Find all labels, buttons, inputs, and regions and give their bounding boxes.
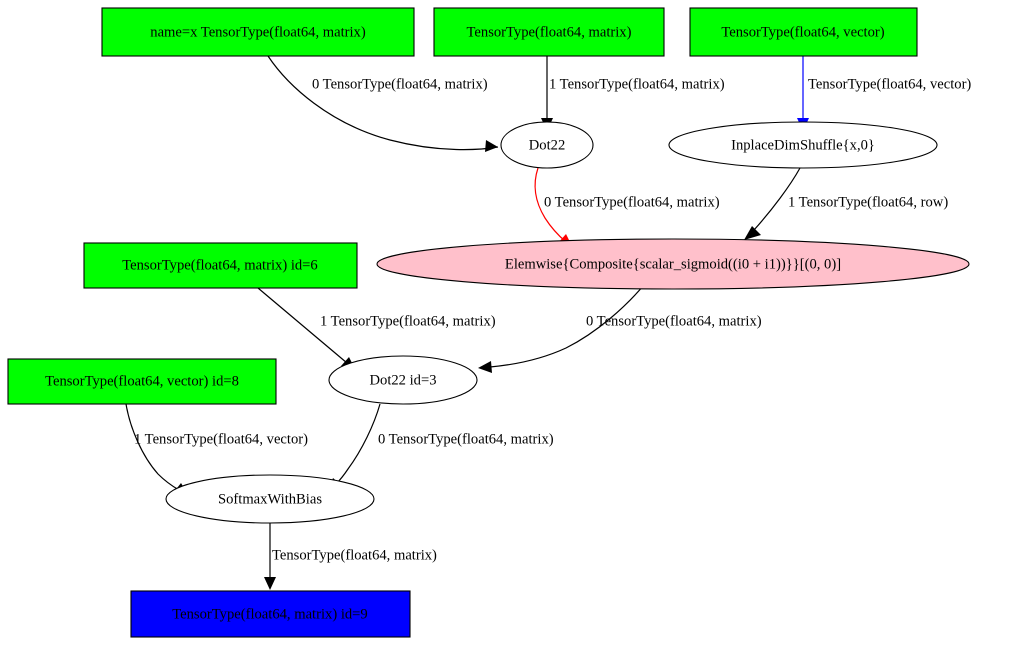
edge-softmax-to-var_out: TensorType(float64, matrix) [264,522,437,590]
edge-label-e9: 0 TensorType(float64, matrix) [378,431,554,447]
node-var_w2[interactable]: TensorType(float64, matrix) id=6 [83,242,358,289]
node-box[interactable] [83,242,358,289]
edge-path [267,55,499,151]
node-box[interactable] [689,7,918,57]
node-label: InplaceDimShuffle{x,0} [731,137,875,153]
edge-dot22_1-to-elemwise: 0 TensorType(float64, matrix) [534,167,720,248]
node-box[interactable] [101,7,415,57]
edge-label-e8: 1 TensorType(float64, vector) [134,431,308,447]
edge-label-e4: 0 TensorType(float64, matrix) [544,194,720,210]
arrow-head [478,361,492,373]
edge-path [534,167,567,243]
node-box[interactable] [130,590,411,638]
edge-label-e1: 0 TensorType(float64, matrix) [312,76,488,92]
node-elemwise[interactable]: Elemwise{Composite{scalar_sigmoid((i0 + … [376,238,970,290]
node-box[interactable] [7,358,277,405]
node-softmax[interactable]: SoftmaxWithBias [165,474,375,524]
edge-label-e2: 1 TensorType(float64, matrix) [549,76,725,92]
edge-label-e10: TensorType(float64, matrix) [272,547,437,563]
node-label: TensorType(float64, matrix) id=9 [172,606,367,622]
node-ellipse[interactable] [668,121,938,169]
edge-path [257,287,348,364]
arrow-head [485,140,498,152]
edge-var_w1-to-dot22_1: 1 TensorType(float64, matrix) [541,56,725,131]
edge-var_b1-to-dimshuffle: TensorType(float64, vector) [797,56,971,131]
node-ellipse[interactable] [328,355,478,405]
edge-path [335,403,381,485]
node-dot22_3[interactable]: Dot22 id=3 [328,355,478,405]
node-label: name=x TensorType(float64, matrix) [150,24,366,40]
node-ellipse[interactable] [500,121,594,169]
node-var_b2[interactable]: TensorType(float64, vector) id=8 [7,358,277,405]
node-box[interactable] [433,7,665,57]
node-ellipse[interactable] [165,474,375,524]
edge-label-e5: 1 TensorType(float64, row) [788,194,948,210]
edge-path [125,403,180,491]
node-label: TensorType(float64, matrix) id=6 [122,257,317,273]
node-var_b1[interactable]: TensorType(float64, vector) [689,7,918,57]
edge-label-e7: 0 TensorType(float64, matrix) [586,313,762,329]
edge-label-e3: TensorType(float64, vector) [808,76,971,92]
node-label: Dot22 id=3 [369,372,436,388]
node-var_w1[interactable]: TensorType(float64, matrix) [433,7,665,57]
node-var_x[interactable]: name=x TensorType(float64, matrix) [101,7,415,57]
edge-path [753,167,801,231]
edge-dot22_3-to-softmax: 0 TensorType(float64, matrix) [328,403,554,492]
node-label: SoftmaxWithBias [218,491,322,507]
edge-var_x-to-dot22_1: 0 TensorType(float64, matrix) [267,55,499,152]
edge-path [489,284,645,368]
arrow-head [264,577,276,590]
node-dimshuffle[interactable]: InplaceDimShuffle{x,0} [668,121,938,169]
node-label: Dot22 [529,137,565,153]
node-label: TensorType(float64, matrix) [467,24,632,40]
node-label: Elemwise{Composite{scalar_sigmoid((i0 + … [505,256,841,272]
edge-elemwise-to-dot22_3: 0 TensorType(float64, matrix) [478,284,762,373]
arrow-head [744,226,761,240]
node-ellipse[interactable] [376,238,970,290]
edge-label-e6: 1 TensorType(float64, matrix) [320,313,496,329]
node-var_out[interactable]: TensorType(float64, matrix) id=9 [130,590,411,638]
edge-dimshuffle-to-elemwise: 1 TensorType(float64, row) [744,167,948,240]
node-label: TensorType(float64, vector) [721,24,884,40]
node-dot22_1[interactable]: Dot22 [500,121,594,169]
node-label: TensorType(float64, vector) id=8 [45,373,239,389]
